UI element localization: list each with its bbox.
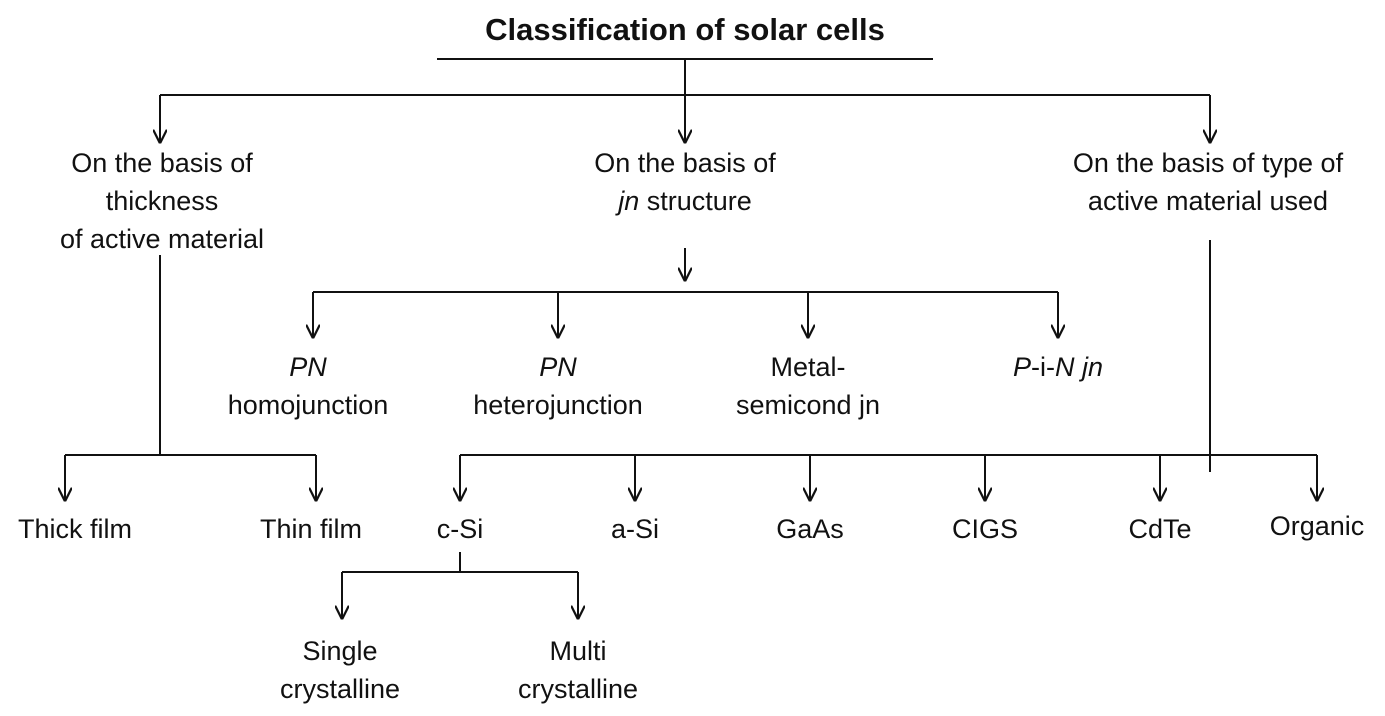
material-basis-line1: On the basis of type of (1072, 148, 1344, 178)
csi-label: c-Si (436, 514, 484, 544)
thickness-basis-line3: of active material (59, 224, 265, 254)
organic-label: Organic (1269, 511, 1365, 541)
multi-line2: crystalline (517, 674, 639, 704)
node-jn-basis: On the basis of jn structure (594, 144, 776, 220)
node-csi: c-Si (437, 510, 484, 548)
node-pn-heterojunction: PN heterojunction (473, 348, 643, 424)
pn-hetero-line1: PN (539, 352, 577, 382)
node-organic: Organic (1270, 507, 1365, 545)
pn-hetero-line2: heterojunction (473, 390, 643, 420)
thickness-basis-line2: thickness (105, 186, 219, 216)
node-material-basis: On the basis of type of active material … (1073, 144, 1343, 220)
jn-basis-rest: structure (639, 186, 752, 216)
thickness-basis-line1: On the basis of (71, 148, 253, 178)
node-thin-film: Thin film (260, 510, 362, 548)
pin-space (1074, 352, 1082, 382)
metal-semi-line2: semicond jn (735, 390, 881, 420)
thin-film-label: Thin film (259, 514, 363, 544)
multi-line1: Multi (549, 636, 607, 666)
jn-basis-italic: jn (618, 186, 640, 216)
node-single-crystalline: Single crystalline (280, 632, 400, 708)
node-metal-semicond: Metal- semicond jn (736, 348, 880, 424)
node-thick-film: Thick film (18, 510, 132, 548)
pin-line: P-i-N jn (1013, 348, 1103, 386)
node-multi-crystalline: Multi crystalline (518, 632, 638, 708)
jn-basis-line1: On the basis of (594, 148, 776, 178)
material-basis-line2: active material used (1087, 186, 1329, 216)
pin-n: N (1054, 352, 1075, 382)
node-pin-jn: P-i-N jn (1013, 348, 1103, 386)
node-asi: a-Si (611, 510, 659, 548)
node-thickness-basis: On the basis of thickness of active mate… (60, 144, 264, 258)
node-cdte: CdTe (1128, 510, 1191, 548)
node-cigs: CIGS (952, 510, 1018, 548)
cdte-label: CdTe (1128, 514, 1192, 544)
thick-film-label: Thick film (18, 514, 132, 544)
cigs-label: CIGS (951, 514, 1019, 544)
pn-homo-line2: homojunction (227, 390, 389, 420)
pn-homo-line1: PN (289, 352, 327, 382)
metal-semi-line1: Metal- (770, 352, 846, 382)
title-text: Classification of solar cells (485, 12, 885, 47)
asi-label: a-Si (610, 514, 660, 544)
jn-basis-line2: jn structure (594, 182, 776, 220)
diagram-title: Classification of solar cells (485, 10, 885, 50)
pin-mid: -i- (1031, 352, 1055, 382)
single-line2: crystalline (279, 674, 401, 704)
gaas-label: GaAs (776, 514, 844, 544)
pin-p: P (1012, 352, 1031, 382)
node-gaas: GaAs (776, 510, 844, 548)
single-line1: Single (302, 636, 378, 666)
pin-jn: jn (1082, 352, 1104, 382)
node-pn-homojunction: PN homojunction (228, 348, 389, 424)
